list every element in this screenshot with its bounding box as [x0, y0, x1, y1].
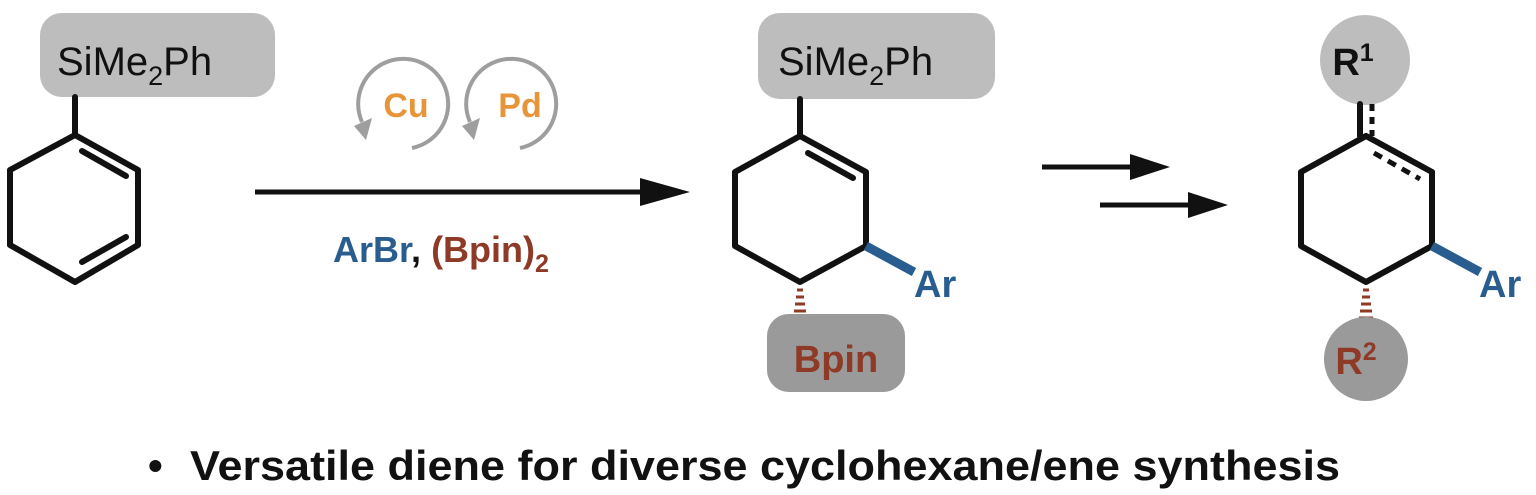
caption-text: Versatile diene for diverse cyclohexane/…	[190, 442, 1340, 489]
product-cyclohexene: SiMe2Ph Ar Bpin	[732, 13, 995, 392]
caption-bullet: •	[148, 442, 163, 489]
cu-cycle-arrow-icon	[356, 56, 451, 150]
diene-ring	[7, 94, 141, 285]
final-ring	[1298, 101, 1435, 285]
boryl-highlight	[767, 314, 905, 392]
reagents-label: ArBr, (Bpin)2	[333, 229, 549, 278]
pd-label: Pd	[498, 87, 541, 125]
silyl-highlight	[40, 13, 275, 97]
cu-catalytic-cycle: Cu	[354, 56, 451, 150]
main-reaction-arrowhead-icon	[640, 178, 690, 206]
starting-diene: SiMe2Ph	[7, 13, 275, 285]
pd-catalytic-cycle: Pd	[462, 56, 559, 150]
cu-cycle-arrowhead-icon	[354, 118, 372, 140]
r2-hashed-bond	[1359, 288, 1373, 320]
product-silyl-highlight	[758, 13, 995, 99]
silyl-group-label: SiMe2Ph	[57, 40, 212, 91]
pd-cycle-arrow-icon	[464, 56, 559, 150]
product-aryl-label: Ar	[914, 264, 956, 306]
r2-label: R2	[1335, 338, 1376, 383]
reaction-conditions: Cu Pd ArBr, (Bpin)2	[255, 56, 690, 278]
final-aryl-bond	[1429, 242, 1483, 276]
final-aryl-label: Ar	[1479, 264, 1521, 306]
final-cyclohexane: R1 Ar R2	[1298, 15, 1521, 401]
cu-label: Cu	[383, 87, 428, 125]
aryl-bond	[863, 242, 917, 276]
optional-ring-double-bond-dashed	[1372, 150, 1422, 182]
product-boryl-label: Bpin	[794, 339, 878, 381]
r1-highlight	[1320, 15, 1410, 105]
product-silyl-label: SiMe2Ph	[778, 40, 933, 91]
pd-cycle-arrowhead-icon	[462, 118, 480, 140]
r2-highlight	[1324, 317, 1408, 401]
step-arrowhead-icon	[1188, 192, 1228, 218]
multistep-arrows	[1042, 154, 1228, 218]
product-ring	[732, 96, 869, 285]
r1-label: R1	[1332, 39, 1373, 84]
step-arrowhead-icon	[1130, 154, 1170, 180]
caption: • Versatile diene for diverse cyclohexan…	[148, 442, 1340, 489]
